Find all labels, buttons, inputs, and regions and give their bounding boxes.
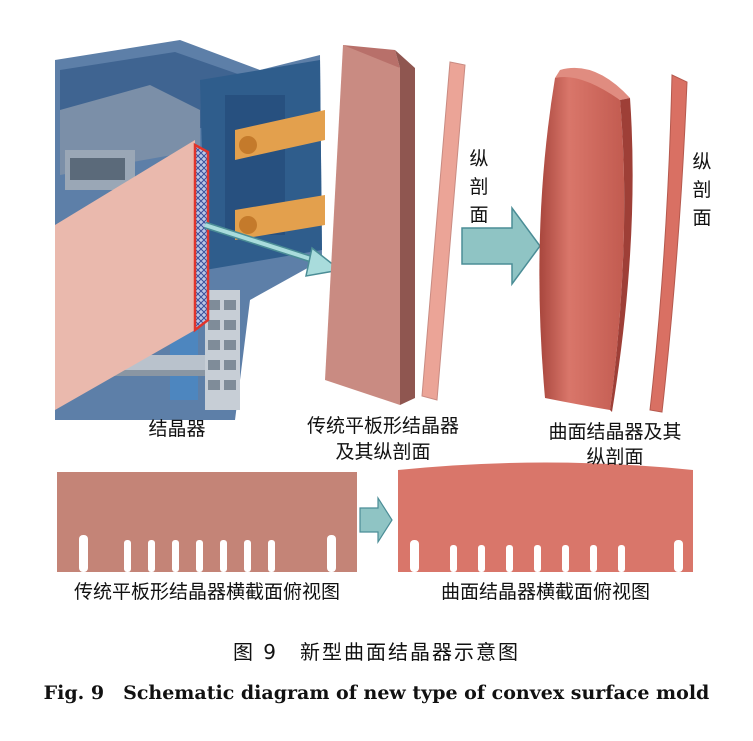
figure-caption-chinese: 图 9 新型曲面结晶器示意图: [232, 640, 521, 664]
top-view-arrow: [359, 495, 393, 545]
mold-assembly-illustration: [55, 40, 325, 420]
curved-section-slab: [649, 74, 688, 413]
flat-section-slab: [421, 61, 466, 401]
mold-label: 结晶器: [148, 418, 206, 440]
flat-mold-plate: [325, 45, 415, 405]
flat-top-view-label: 传统平板形结晶器横截面俯视图: [73, 581, 340, 603]
curved-mold-plate: [539, 67, 633, 412]
flat-section-label: 纵剖面: [469, 148, 489, 226]
curved-mold-title-line2: 纵剖面: [586, 446, 644, 468]
flat-mold-title-line1: 传统平板形结晶器: [306, 415, 459, 437]
figure-caption-english: Fig. 9 Schematic diagram of new type of …: [43, 682, 710, 704]
transform-arrow: [461, 205, 541, 287]
flat-top-view: [57, 472, 357, 572]
curved-top-view-label: 曲面结晶器横截面俯视图: [440, 581, 650, 603]
curved-section-label: 纵剖面: [692, 151, 712, 229]
curved-mold-title-line1: 曲面结晶器及其: [548, 421, 682, 443]
curved-top-view: [398, 462, 693, 572]
flat-mold-title-line2: 及其纵剖面: [335, 441, 431, 463]
